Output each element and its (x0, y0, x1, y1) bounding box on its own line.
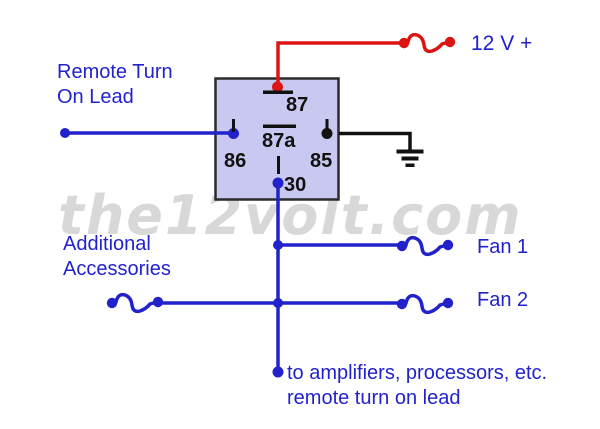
pin-87-terminal-dot (272, 81, 283, 93)
fan2-label: Fan 2 (477, 289, 529, 311)
supply-wire (276, 41, 403, 88)
supply-12v-label: 12 V + (471, 32, 533, 55)
contact-bar-87a (263, 124, 296, 128)
accessories-fuse-icon (105, 292, 165, 314)
remote-turn-on-label-line2: On Lead (57, 86, 134, 108)
pin-85-terminal-dot (321, 128, 333, 139)
fan1-label: Fan 1 (477, 236, 529, 258)
relay-pin-87a-label: 87a (262, 130, 296, 152)
amplifiers-note-line1: to amplifiers, processors, etc. (287, 362, 548, 384)
contact-bar-87 (263, 90, 293, 94)
relay-pin-86-label: 86 (224, 150, 247, 172)
relay-contact-marks (263, 90, 296, 128)
remote-turn-on-label-line1: Remote Turn (57, 61, 173, 83)
additional-accessories-label-line1: Additional (63, 233, 151, 255)
fan2-junction-dot (273, 298, 283, 308)
additional-accessories-label: Additional Accessories (63, 232, 171, 282)
fan1-junction-dot (273, 240, 283, 250)
ground-wire (339, 131, 412, 150)
relay-pin-30-label: 30 (284, 174, 307, 196)
output-wire-end-dot (272, 366, 284, 378)
amplifiers-note-label: to amplifiers, processors, etc. remote t… (287, 361, 547, 411)
amplifiers-note-line2: remote turn on lead (287, 387, 461, 409)
fan2-fuse-icon (395, 293, 455, 315)
relay-pin-85-label: 85 (310, 150, 333, 172)
fan1-fuse-icon (395, 235, 455, 257)
ground-symbol-icon (396, 149, 424, 167)
relay-pin-87-label: 87 (286, 94, 309, 116)
additional-accessories-label-line2: Accessories (63, 258, 171, 280)
pin-86-terminal-dot (228, 128, 239, 139)
supply-fuse-icon (397, 32, 457, 54)
relay-pin-ticks (232, 119, 329, 174)
remote-wire-end-dot (60, 128, 70, 138)
pin-30-terminal-dot (272, 177, 284, 189)
remote-turn-on-label: Remote Turn On Lead (57, 60, 173, 110)
